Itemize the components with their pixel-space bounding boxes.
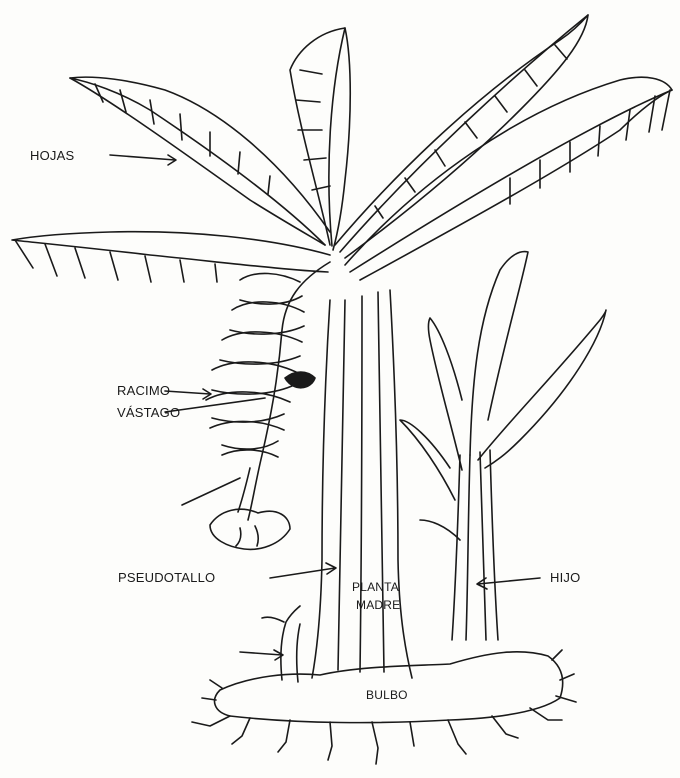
label-bulbo: BULBO [366, 688, 408, 702]
label-pseudotallo: PSEUDOTALLO [118, 570, 215, 585]
arrow-hijo [478, 578, 540, 584]
small-shoot-left [262, 606, 300, 682]
pseudostem [312, 290, 412, 678]
arrow-hojas [110, 155, 175, 160]
leaf-top-center [290, 28, 350, 250]
corm [192, 650, 576, 764]
leaf-upper-right [335, 15, 588, 258]
leaf-far-right [345, 77, 672, 280]
label-vastago: VÁSTAGO [117, 405, 180, 420]
leaf-far-left [12, 232, 330, 282]
label-hojas: HOJAS [30, 148, 74, 163]
label-madre: MADRE [356, 598, 400, 612]
arrow-racimo [165, 391, 210, 394]
leaf-upper-left [70, 77, 330, 245]
label-planta: PLANTA [352, 580, 399, 594]
banana-bunch [206, 262, 330, 549]
label-hijo: HIJO [550, 570, 580, 585]
label-racimo: RACIMO [117, 383, 170, 398]
arrow-pseudotallo [270, 568, 335, 578]
arrow-extra [182, 478, 240, 505]
arrow-shoot [240, 652, 282, 655]
